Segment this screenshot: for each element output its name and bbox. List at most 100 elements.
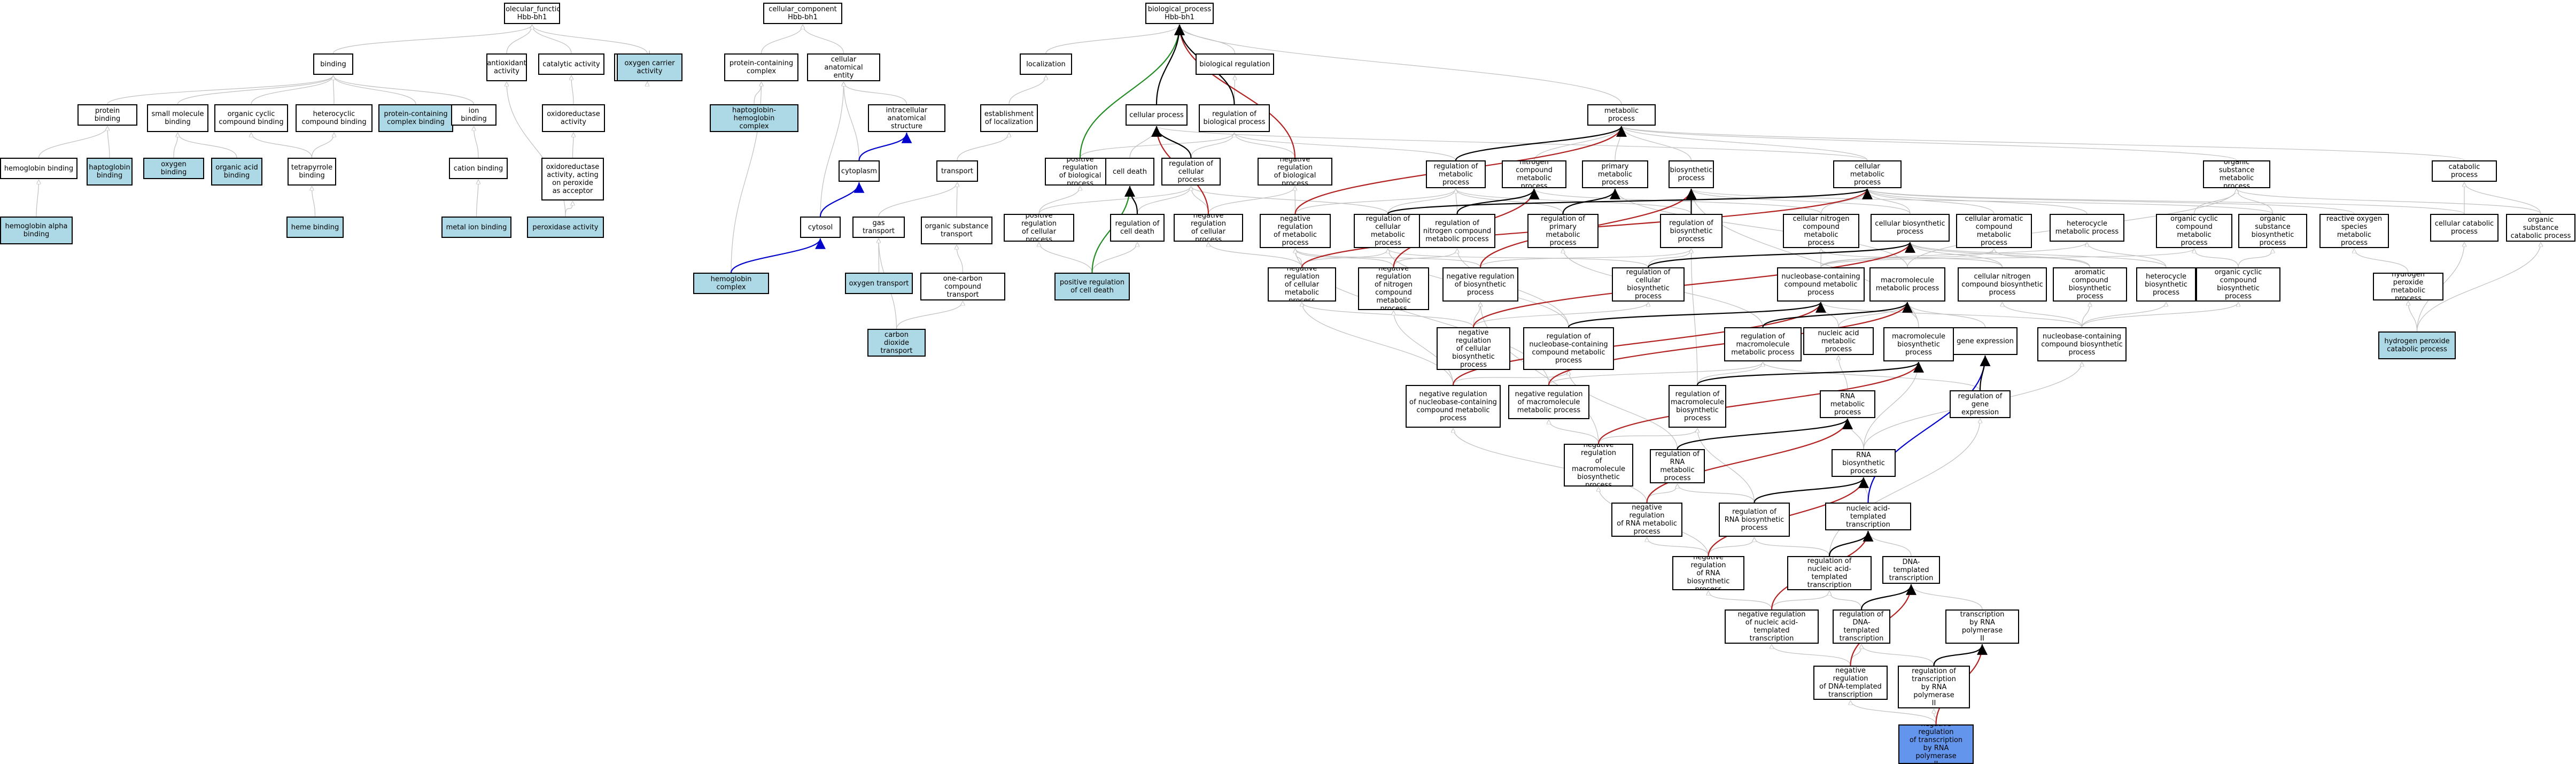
- go-term-node-nucbasebio[interactable]: nucleobase-containing compound biosynthe…: [2037, 327, 2127, 361]
- go-term-node-protbind[interactable]: protein binding: [77, 104, 137, 126]
- go-term-node-nucacid[interactable]: nucleic acid metabolic process: [1803, 327, 1874, 355]
- go-term-node-cellnitrobio[interactable]: cellular nitrogen compound biosynthetic …: [1958, 267, 2047, 302]
- go-term-node-rnametab[interactable]: RNA metabolic process: [1820, 390, 1875, 418]
- go-term-node-regcellbiosyn[interactable]: regulation of cellular biosynthetic proc…: [1612, 267, 1685, 302]
- go-term-node-regrnametab[interactable]: regulation of RNA metabolic process: [1650, 449, 1705, 483]
- go-term-node-regprim[interactable]: regulation of primary metabolic process: [1527, 214, 1599, 248]
- go-term-node-orgcyc[interactable]: organic cyclic compound binding: [214, 104, 288, 132]
- go-term-node-regcelldeath[interactable]: regulation of cell death: [1110, 214, 1165, 242]
- go-term-node-intracell[interactable]: intracellular anatomical structure: [868, 104, 945, 132]
- go-term-node-txpol2[interactable]: transcription by RNA polymerase II: [1945, 609, 2019, 644]
- go-term-node-regcell[interactable]: regulation of cellular process: [1161, 158, 1221, 186]
- go-term-node-h2o2metab[interactable]: hydrogen peroxide metabolic process: [2373, 273, 2443, 300]
- go-term-node-cellarom[interactable]: cellular aromatic compound metabolic pro…: [1956, 214, 2032, 248]
- go-term-node-orgsubbio[interactable]: organic substance biosynthetic process: [2238, 214, 2307, 248]
- go-term-node-rnabio[interactable]: RNA biosynthetic process: [1832, 449, 1896, 477]
- go-term-node-catact[interactable]: catalytic activity: [538, 53, 604, 75]
- go-term-node-bp[interactable]: biological_process Hbb-bh1: [1145, 3, 1214, 24]
- go-term-node-hemobind[interactable]: hemoglobin binding: [0, 158, 77, 179]
- go-term-node-h2o2catab[interactable]: hydrogen peroxide catabolic process: [2378, 331, 2456, 359]
- go-term-node-cationbind[interactable]: cation binding: [449, 158, 508, 179]
- go-term-node-regmacro[interactable]: regulation of macromolecule metabolic pr…: [1724, 327, 1802, 361]
- go-term-node-cellbiosyn[interactable]: cellular biosynthetic process: [1871, 214, 1950, 242]
- go-term-node-co2trans[interactable]: carbon dioxide transport: [867, 329, 926, 357]
- go-term-node-posregbio[interactable]: positive regulation of biological proces…: [1045, 158, 1115, 186]
- go-term-node-posregcelldeath[interactable]: positive regulation of cell death: [1054, 273, 1130, 300]
- go-term-node-regbio[interactable]: regulation of biological process: [1199, 104, 1270, 132]
- go-term-node-oxytrans[interactable]: oxygen transport: [845, 273, 913, 294]
- go-term-node-orgsubmetab[interactable]: organic substance metabolic process: [2203, 160, 2270, 188]
- go-term-node-cellproc[interactable]: cellular process: [1126, 104, 1188, 126]
- go-term-node-nucbase[interactable]: nucleobase-containing compound metabolic…: [1777, 267, 1865, 302]
- go-term-node-hetcyc[interactable]: heterocyclic compound binding: [296, 104, 373, 132]
- go-term-node-regrnabio[interactable]: regulation of RNA biosynthetic process: [1719, 503, 1790, 537]
- go-term-node-reggeneexp[interactable]: regulation of gene expression: [1950, 390, 2011, 418]
- go-term-node-orgsubtrans[interactable]: organic substance transport: [921, 217, 992, 244]
- go-term-node-oxygencar[interactable]: oxygen carrier activity: [617, 53, 682, 81]
- go-term-node-transport[interactable]: transport: [936, 160, 978, 182]
- go-term-node-ros[interactable]: reactive oxygen species metabolic proces…: [2319, 214, 2389, 248]
- go-term-node-binding[interactable]: binding: [313, 53, 353, 75]
- go-term-node-negregrnabio[interactable]: negative regulation of RNA biosynthetic …: [1672, 556, 1744, 590]
- go-term-node-regnucbase[interactable]: regulation of nucleobase-containing comp…: [1523, 327, 1614, 370]
- go-term-node-oxybind[interactable]: oxygen binding: [143, 158, 204, 179]
- go-term-node-orgcycmetab[interactable]: organic cyclic compound metabolic proces…: [2156, 214, 2232, 248]
- go-term-node-regmacrobio[interactable]: regulation of macromolecule biosynthetic…: [1669, 385, 1726, 428]
- go-term-node-regnucacidtx[interactable]: regulation of nucleic acid-templated tra…: [1787, 556, 1872, 590]
- go-term-node-cc[interactable]: cellular_component Hbb-bh1: [763, 3, 842, 24]
- go-term-node-negregmacrobio[interactable]: negative regulation of macromolecule bio…: [1564, 444, 1633, 487]
- go-term-node-negregcellmetab[interactable]: negative regulation of cellular metaboli…: [1268, 267, 1336, 302]
- go-term-node-macromol[interactable]: macromolecule metabolic process: [1869, 267, 1945, 302]
- go-term-node-nucacidtx[interactable]: nucleic acid-templated transcription: [1825, 503, 1911, 530]
- go-term-node-orgacid[interactable]: organic acid binding: [211, 158, 262, 186]
- go-term-node-onecarbon[interactable]: one-carbon compound transport: [920, 273, 1005, 300]
- go-term-node-negregdnatx[interactable]: negative regulation of DNA-templated tra…: [1813, 666, 1888, 700]
- go-term-node-haptobind[interactable]: haptoglobin binding: [87, 158, 133, 186]
- go-term-node-metalion[interactable]: metal ion binding: [441, 217, 511, 238]
- go-term-node-primmetab[interactable]: primary metabolic process: [1582, 160, 1648, 188]
- go-term-node-cellnitro[interactable]: cellular nitrogen compound metabolic pro…: [1783, 214, 1859, 248]
- go-term-node-orgsubcatab[interactable]: organic substance catabolic process: [2506, 214, 2575, 242]
- go-term-node-regcellmetab[interactable]: regulation of cellular metabolic process: [1354, 214, 1422, 248]
- go-term-node-negregbiosyn[interactable]: negative regulation of biosynthetic proc…: [1442, 267, 1518, 302]
- go-term-node-negregnucbase[interactable]: negative regulation of nucleobase-contai…: [1406, 385, 1501, 428]
- go-term-node-celldeath[interactable]: cell death: [1105, 158, 1154, 186]
- go-term-node-nitrometab[interactable]: nitrogen compound metabolic process: [1502, 160, 1566, 188]
- go-term-node-smallmol[interactable]: small molecule binding: [147, 104, 208, 132]
- go-term-node-localization[interactable]: localization: [1020, 53, 1072, 75]
- go-term-node-oxidored[interactable]: oxidoreductase activity: [542, 104, 605, 132]
- go-term-node-regmetab[interactable]: regulation of metabolic process: [1426, 160, 1486, 188]
- go-term-node-negregcellbiosyn[interactable]: negative regulation of cellular biosynth…: [1437, 327, 1510, 370]
- go-term-node-protcont[interactable]: protein-containing complex binding: [378, 104, 453, 132]
- go-term-node-hetcycbio[interactable]: heterocycle biosynthetic process: [2136, 267, 2196, 302]
- go-term-node-negregnucacidtx[interactable]: negative regulation of nucleic acid-temp…: [1725, 609, 1819, 644]
- go-term-node-estloc[interactable]: establishment of localization: [980, 104, 1038, 132]
- go-term-node-tetrapyr[interactable]: tetrapyrrole binding: [288, 158, 336, 186]
- go-term-node-regbiosyn[interactable]: regulation of biosynthetic process: [1660, 214, 1722, 248]
- go-term-node-metab[interactable]: metabolic process: [1587, 104, 1656, 126]
- go-term-node-orgcycbio[interactable]: organic cyclic compound biosynthetic pro…: [2196, 267, 2280, 302]
- go-term-node-macrobio[interactable]: macromolecule biosynthetic process: [1883, 327, 1954, 361]
- go-term-node-cytosol[interactable]: cytosol: [800, 217, 841, 238]
- go-term-node-cytoplasm[interactable]: cytoplasm: [839, 160, 880, 182]
- go-term-node-hemocomplex[interactable]: hemoglobin complex: [693, 273, 769, 294]
- go-term-node-catab[interactable]: catabolic process: [2432, 160, 2497, 182]
- go-term-node-biosyn[interactable]: biosynthetic process: [1669, 160, 1714, 188]
- go-term-node-geneexp[interactable]: gene expression: [1953, 327, 2018, 355]
- go-term-node-bioreg[interactable]: biological regulation: [1196, 53, 1274, 75]
- go-term-node-hetcycmetab[interactable]: heterocycle metabolic process: [2050, 214, 2124, 242]
- go-term-node-haptohemo[interactable]: haptoglobin-hemoglobin complex: [710, 104, 798, 132]
- go-term-node-negregcell[interactable]: negative regulation of cellular process: [1174, 214, 1243, 242]
- go-term-node-peroxid[interactable]: peroxidase activity: [527, 217, 604, 238]
- go-term-node-cellmetab[interactable]: cellular metabolic process: [1833, 160, 1902, 188]
- go-term-node-negregmacro[interactable]: negative regulation of macromolecule met…: [1508, 385, 1589, 419]
- go-term-node-gastransport[interactable]: gas transport: [852, 217, 905, 238]
- go-term-node-negregrnametab[interactable]: negative regulation of RNA metabolic pro…: [1611, 503, 1682, 537]
- go-term-node-hemebind[interactable]: heme binding: [286, 217, 344, 238]
- go-term-node-protcomplex[interactable]: protein-containing complex: [724, 53, 798, 81]
- go-term-node-dnatx[interactable]: DNA-templated transcription: [1882, 556, 1940, 584]
- go-term-node-oxidoperox[interactable]: oxidoreductase activity, acting on perox…: [541, 158, 604, 200]
- go-term-node-posregcell[interactable]: positive regulation of cellular process: [1004, 214, 1074, 242]
- go-term-node-negregtxpol2[interactable]: negative regulation of transcription by …: [1898, 724, 1974, 764]
- go-term-node-cellanat[interactable]: cellular anatomical entity: [807, 53, 880, 81]
